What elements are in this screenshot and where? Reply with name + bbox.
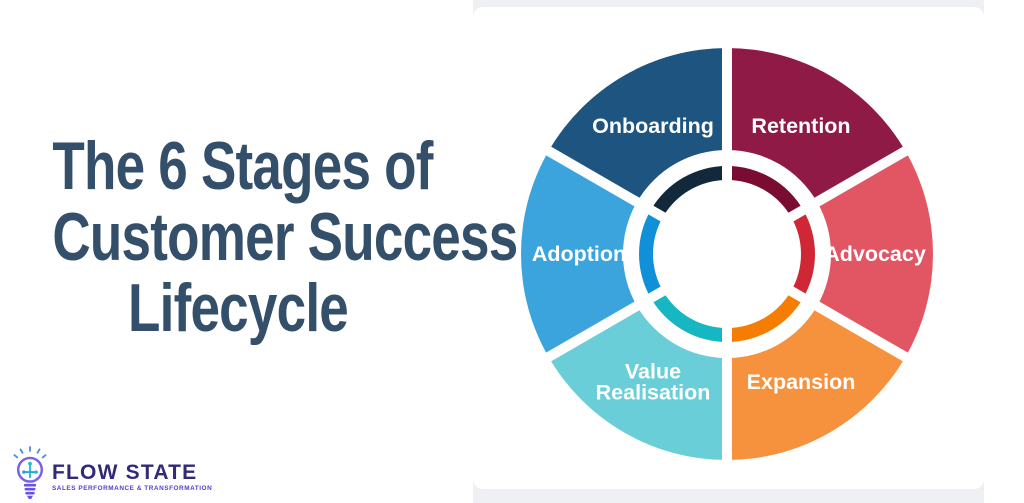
segment-separator — [776, 143, 914, 229]
segment-retention — [727, 48, 906, 202]
inner-ring-advocacy — [791, 210, 815, 298]
inner-ring-value-realisation — [650, 291, 727, 342]
bulb-node-icon — [28, 461, 32, 466]
segment-expansion — [727, 306, 906, 460]
logo-tagline: SALES PERFORMANCE & TRANSFORMATION — [52, 485, 213, 492]
logo-name: FLOW STATE — [52, 461, 198, 484]
segment-label-adoption: Adoption — [532, 242, 626, 266]
title-line-3: Lifecycle — [127, 270, 349, 346]
lightbulb-icon — [13, 446, 47, 499]
segment-label-retention: Retention — [751, 114, 850, 138]
segment-label-advocacy: Advocacy — [824, 242, 926, 266]
bulb-rays-icon — [13, 446, 47, 459]
bulb-node-icon — [34, 470, 38, 474]
inner-ring-onboarding — [650, 166, 727, 217]
bulb-node-icon — [22, 470, 26, 474]
segment-adoption — [521, 151, 637, 357]
segment-onboarding — [548, 48, 727, 202]
flow-state-logo: FLOW STATE SALES PERFORMANCE & TRANSFORM… — [13, 444, 212, 501]
segment-label-expansion: Expansion — [747, 370, 856, 394]
segment-value-realisation — [548, 306, 727, 460]
page-title: The 6 Stages of Customer Success Lifecyc… — [52, 128, 518, 346]
title-line-1: The 6 Stages of — [52, 128, 433, 204]
inner-ring-retention — [727, 166, 804, 217]
segment-separator — [540, 279, 678, 365]
segment-separator — [540, 143, 678, 229]
logo-text-block: FLOW STATE SALES PERFORMANCE & TRANSFORM… — [52, 444, 212, 492]
title-line-2: Customer Success — [52, 199, 518, 275]
segment-separator — [776, 279, 914, 365]
bulb-base-icon — [23, 483, 37, 499]
segment-advocacy — [817, 151, 933, 357]
bulb-glass-icon — [16, 456, 44, 483]
inner-ring-expansion — [727, 291, 804, 342]
segment-label-onboarding: Onboarding — [592, 114, 714, 138]
inner-ring-adoption — [639, 210, 663, 298]
